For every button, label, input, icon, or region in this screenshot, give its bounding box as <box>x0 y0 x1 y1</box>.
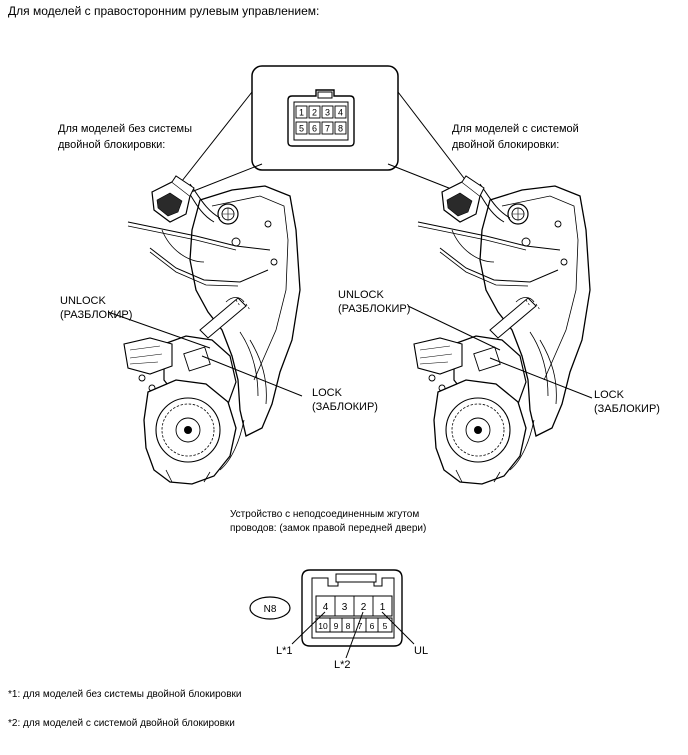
left-lock-leader <box>201 355 303 397</box>
top-pin-8: 8 <box>338 124 343 134</box>
footnote-1: *1: для моделей без системы двойной блок… <box>8 689 242 700</box>
right-variant-label-line1: Для моделей с системой <box>452 123 579 135</box>
right-lock-label: LOCK <box>594 389 624 401</box>
connector-caption-line2: проводов: (замок правой передней двери) <box>230 523 427 534</box>
right-lock-label-ru: (ЗАБЛОКИР) <box>594 403 660 415</box>
connector-caption-line1: Устройство с неподсоединенным жгутом <box>230 509 420 520</box>
right-lock-assembly <box>413 175 591 485</box>
bottom-pin-1: 1 <box>380 602 386 613</box>
left-unlock-leader <box>107 311 211 349</box>
footnote-2: *2: для моделей с системой двойной блоки… <box>8 718 235 729</box>
top-pin-7: 7 <box>325 124 330 134</box>
bottom-connector <box>301 569 403 647</box>
left-variant-label-line2: двойной блокировки: <box>58 139 166 151</box>
pin-label-l1: L*1 <box>276 645 293 657</box>
bottom-pin-4: 4 <box>323 602 329 613</box>
left-unlock-label: UNLOCK <box>60 295 106 307</box>
right-unlock-leader <box>407 305 501 351</box>
bottom-pin-2: 2 <box>361 602 367 613</box>
right-variant-label-line2: двойной блокировки: <box>452 139 560 151</box>
top-pin-5: 5 <box>299 124 304 134</box>
right-unlock-label-ru: (РАЗБЛОКИР) <box>338 303 411 315</box>
bottom-pin-10: 10 <box>318 621 328 631</box>
connector-badge-outline <box>249 596 291 620</box>
top-pin-2: 2 <box>312 108 317 118</box>
bottom-pin-7: 7 <box>358 621 363 631</box>
top-pin-1: 1 <box>299 108 304 118</box>
left-lock-assembly <box>123 175 301 485</box>
top-connector-pin-cells <box>295 105 347 135</box>
top-pin-6: 6 <box>312 124 317 134</box>
left-lock-label: LOCK <box>312 387 342 399</box>
bottom-pin-9: 9 <box>334 621 339 631</box>
l1-leader <box>291 611 326 645</box>
left-lock-label-ru: (ЗАБЛОКИР) <box>312 401 378 413</box>
pin-label-ul: UL <box>414 645 429 657</box>
top-pin-3: 3 <box>325 108 330 118</box>
bottom-pin-6: 6 <box>370 621 375 631</box>
bottom-pin-3: 3 <box>342 602 348 613</box>
page-title: Для моделей с правосторонним рулевым упр… <box>8 4 320 18</box>
top-pin-4: 4 <box>338 108 343 118</box>
ul-leader <box>381 611 415 645</box>
right-lock-leader <box>489 357 593 399</box>
connector-badge: N8 <box>264 604 277 615</box>
left-variant-label-line1: Для моделей без системы <box>58 123 193 135</box>
pin-label-l2: L*2 <box>334 659 351 671</box>
bottom-pin-8: 8 <box>346 621 351 631</box>
left-unlock-label-ru: (РАЗБЛОКИР) <box>60 309 133 321</box>
l2-leader <box>345 611 364 659</box>
right-unlock-label: UNLOCK <box>338 289 384 301</box>
bottom-pin-5: 5 <box>383 621 388 631</box>
